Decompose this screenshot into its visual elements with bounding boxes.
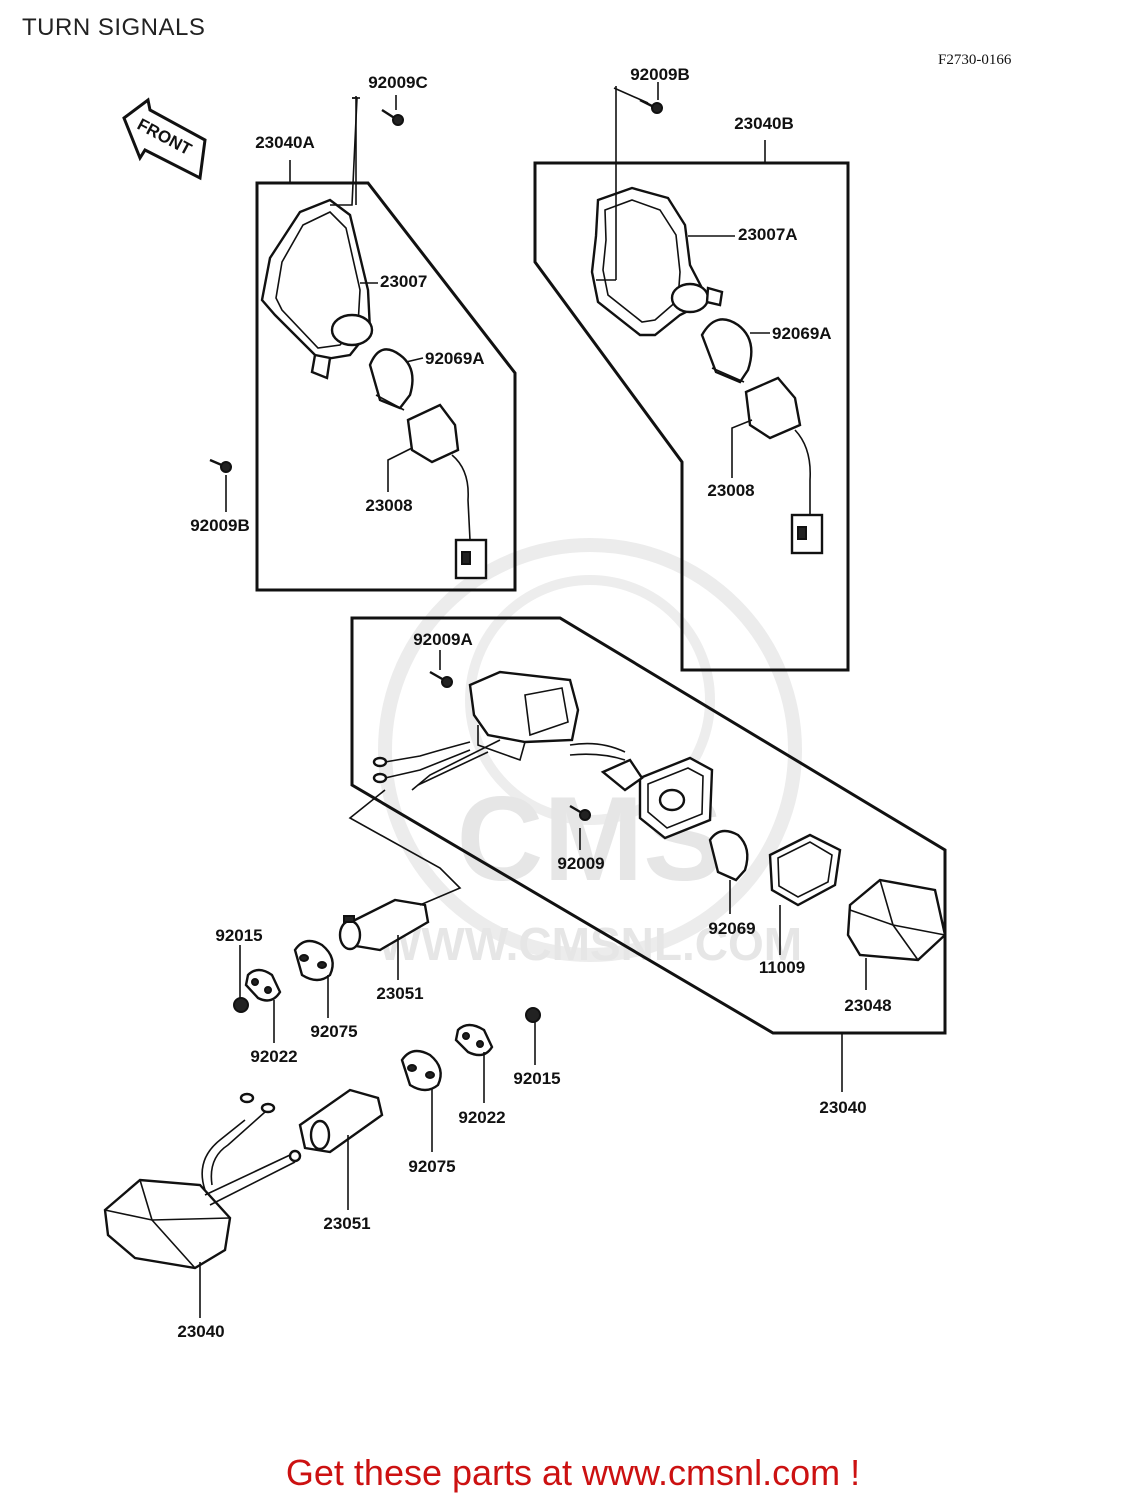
label-23040b: 23040B bbox=[734, 114, 794, 133]
label-23008-left: 23008 bbox=[365, 496, 412, 515]
plate-92022-right bbox=[454, 1023, 494, 1057]
gasket-11009 bbox=[768, 833, 842, 907]
label-92069: 92069 bbox=[708, 919, 755, 938]
screw-92009b-left bbox=[209, 458, 232, 473]
screw-92009 bbox=[569, 804, 591, 821]
grommet-92075-upper bbox=[293, 939, 334, 982]
label-11009: 11009 bbox=[759, 958, 805, 977]
figure-code: F2730-0166 bbox=[938, 52, 1012, 68]
label-92009a: 92009A bbox=[413, 630, 473, 649]
socket-plate-lower bbox=[600, 756, 714, 840]
lens-23007 bbox=[260, 198, 374, 380]
bulb-92069a-right bbox=[700, 318, 753, 384]
lens-23048 bbox=[846, 878, 947, 962]
label-23051-upper: 23051 bbox=[376, 984, 423, 1003]
label-23040-bottom: 23040 bbox=[177, 1322, 224, 1341]
label-92022-left: 92022 bbox=[250, 1047, 297, 1066]
label-92009b-top: 92009B bbox=[630, 65, 690, 84]
label-92015-left: 92015 bbox=[215, 926, 262, 945]
label-92015-right: 92015 bbox=[513, 1069, 560, 1088]
label-92075-upper: 92075 bbox=[310, 1022, 357, 1041]
label-92009b-left: 92009B bbox=[190, 516, 250, 535]
label-23048: 23048 bbox=[844, 996, 891, 1015]
label-92009: 92009 bbox=[557, 854, 604, 873]
label-23007a: 23007A bbox=[738, 225, 798, 244]
label-23040-right: 23040 bbox=[819, 1098, 866, 1117]
grommet-92075-lower bbox=[400, 1049, 442, 1092]
bulb-92069a-left bbox=[368, 348, 414, 411]
group-box-23040a bbox=[255, 181, 517, 592]
screw-92009a bbox=[429, 670, 453, 688]
front-arrow-icon: FRONT bbox=[122, 97, 207, 181]
housing-lower bbox=[372, 670, 626, 791]
socket-23008-left bbox=[406, 403, 488, 580]
socket-23008-right bbox=[744, 376, 824, 555]
stem-23051-upper bbox=[338, 898, 430, 952]
label-92009c: 92009C bbox=[368, 73, 428, 92]
label-92069a-left: 92069A bbox=[425, 349, 485, 368]
label-23008-right: 23008 bbox=[707, 481, 754, 500]
label-92075-lower: 92075 bbox=[408, 1157, 455, 1176]
group-box-23040 bbox=[350, 616, 947, 1035]
stem-23051-lower bbox=[298, 1088, 384, 1154]
nut-92015-right bbox=[525, 1007, 541, 1023]
label-23051-lower: 23051 bbox=[323, 1214, 370, 1233]
turn-signal-23040-lower bbox=[103, 1092, 302, 1270]
nut-92015-left bbox=[233, 997, 249, 1013]
label-92022-right: 92022 bbox=[458, 1108, 505, 1127]
lens-23007a bbox=[590, 186, 724, 337]
footer-banner: Get these parts at www.cmsnl.com ! bbox=[285, 1452, 861, 1493]
bulb-92069 bbox=[708, 829, 749, 882]
label-92069a-right: 92069A bbox=[772, 324, 832, 343]
group-box-23040b bbox=[533, 161, 850, 672]
watermark-logo: CMS WWW.CMSNL.COM bbox=[378, 538, 802, 970]
label-23040a: 23040A bbox=[255, 133, 315, 152]
parts-diagram: CMS WWW.CMSNL.COM FRONT bbox=[103, 65, 947, 1341]
screw-92009c bbox=[381, 108, 404, 126]
page-title: TURN SIGNALS bbox=[22, 14, 206, 41]
label-23007: 23007 bbox=[380, 272, 427, 291]
plate-92022-left bbox=[244, 968, 282, 1002]
screw-92009b-top bbox=[639, 98, 663, 114]
